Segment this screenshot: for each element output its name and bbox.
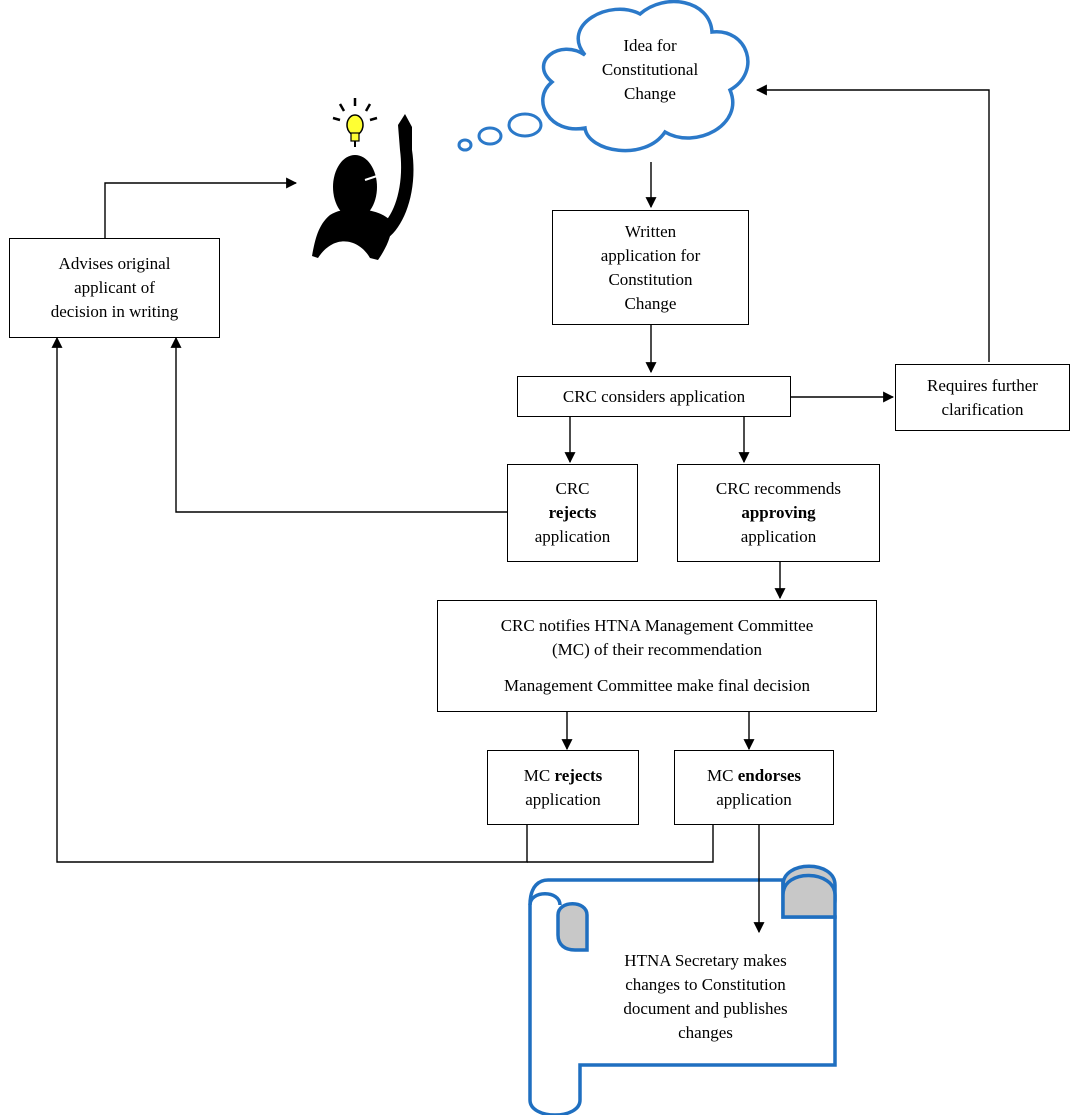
crc-rejects-line-2: rejects <box>548 503 597 522</box>
scroll-label: HTNA Secretary makes changes to Constitu… <box>588 942 823 1052</box>
notifies-line-3: Management Committee make final decision <box>504 676 810 695</box>
scroll-line-4: changes <box>678 1023 733 1042</box>
requires-clarification-box: Requires further clarification <box>895 364 1070 431</box>
mc-endorses-box: MC endorses application <box>674 750 834 825</box>
written-line-2: application for <box>600 245 701 265</box>
figure-body <box>312 208 392 260</box>
figure-raised-arm <box>378 114 414 238</box>
arrow-clarification-to-cloud <box>755 84 990 362</box>
notifies-line-2: (MC) of their recommendation <box>551 640 763 659</box>
scroll-line-2: changes to Constitution <box>625 975 786 994</box>
crc-recommends-line-3: application <box>740 527 817 546</box>
thought-bubble-medium <box>477 126 503 146</box>
crc-rejects-line-3: application <box>534 527 611 546</box>
advises-applicant-box: Advises original applicant of decision i… <box>9 238 220 338</box>
cloud-shape <box>541 0 750 153</box>
arrow-advises-to-person <box>104 177 298 238</box>
thinking-person-icon <box>312 98 414 260</box>
arrow-crc-rejects-to-advises <box>170 336 507 513</box>
cloud-line-1: Idea for <box>623 36 677 55</box>
connectors <box>51 84 990 934</box>
crc-recommends-box: CRC recommends approving application <box>677 464 880 562</box>
crc-considers-label: CRC considers application <box>562 386 746 406</box>
written-application-box: Written application for Constitution Cha… <box>552 210 749 325</box>
crc-recommends-line-2: approving <box>741 503 816 522</box>
mc-rejects-line-1: MC rejects <box>523 765 603 785</box>
arrow-mc-rejects-to-advises <box>51 336 528 863</box>
written-line-3: Constitution <box>608 269 693 289</box>
thought-bubble-small <box>457 138 473 152</box>
advises-line-1: Advises original <box>58 254 171 273</box>
cloud-line-2: Constitutional <box>601 60 699 79</box>
clarification-line-2: clarification <box>941 399 1024 419</box>
thought-bubble-large <box>507 112 543 138</box>
line-mc-endorses-branch <box>527 825 714 863</box>
written-line-1: Written <box>624 221 677 241</box>
cloud-line-3: Change <box>624 84 676 103</box>
figure-head <box>333 155 377 219</box>
scroll-line-1: HTNA Secretary makes <box>624 951 787 970</box>
crc-notifies-box: CRC notifies HTNA Management Committee (… <box>437 600 877 712</box>
cloud-label: Idea for Constitutional Change <box>575 22 725 118</box>
scroll-shape <box>528 864 837 1115</box>
idea-cloud <box>457 0 750 153</box>
clarification-line-1: Requires further <box>927 375 1038 395</box>
mc-rejects-line-2: application <box>525 789 601 809</box>
advises-line-3: decision in writing <box>50 302 179 321</box>
notifies-line-1: CRC notifies HTNA Management Committee <box>500 616 814 635</box>
crc-rejects-box: CRC rejects application <box>507 464 638 562</box>
mc-rejects-box: MC rejects application <box>487 750 639 825</box>
light-bulb-icon <box>332 98 378 147</box>
scroll-line-3: document and publishes <box>623 999 788 1018</box>
crc-rejects-line-1: CRC <box>555 479 590 498</box>
advises-line-2: applicant of <box>74 278 155 297</box>
crc-recommends-line-1: CRC recommends <box>715 479 842 498</box>
mc-endorses-line-1: MC endorses <box>707 765 801 785</box>
mc-endorses-line-2: application <box>716 789 792 809</box>
written-line-4: Change <box>624 293 677 313</box>
crc-considers-box: CRC considers application <box>517 376 791 417</box>
